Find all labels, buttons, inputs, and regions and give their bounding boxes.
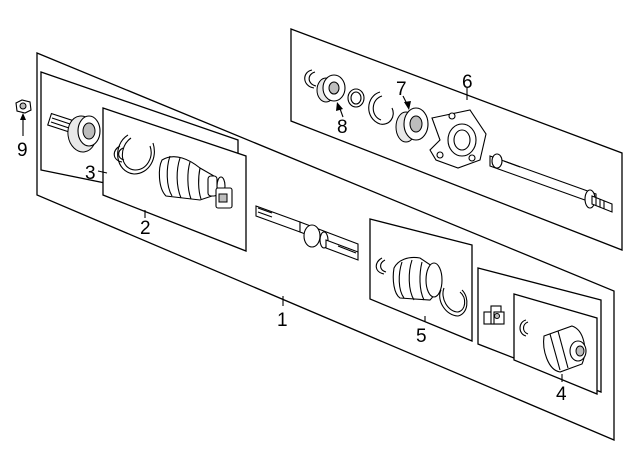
circlip-center [368, 91, 394, 125]
callout-6: 6 [462, 72, 473, 93]
inner-cv-housing [543, 325, 587, 373]
callout-4: 4 [556, 384, 567, 405]
snap-ring-8 [347, 88, 365, 108]
lock-nut-9 [15, 99, 32, 114]
callout-7: 7 [396, 79, 407, 100]
intermediate-shaft [489, 153, 613, 213]
leader-lines [20, 88, 563, 382]
inner-boot-clamp-small [375, 257, 387, 275]
inner-cv-boot [392, 256, 443, 301]
outer-cv-joint [47, 112, 101, 153]
support-bearing-7 [395, 107, 429, 143]
bearing-8 [316, 74, 346, 103]
bearing-bracket [429, 109, 487, 169]
outer-boot-clamp-large [117, 134, 155, 175]
tripod-spider [483, 305, 505, 325]
inner-snap-ring [519, 319, 529, 337]
main-axle-shaft [255, 205, 359, 261]
callout-8: 8 [337, 117, 348, 138]
callout-3: 3 [85, 163, 96, 184]
callout-5: 5 [416, 326, 427, 347]
callout-9: 9 [17, 140, 28, 161]
circlip-left [304, 69, 317, 89]
callout-1: 1 [277, 310, 288, 331]
callout-2: 2 [140, 218, 151, 239]
outer-boot-band [215, 187, 233, 209]
inner-boot-clamp-large [439, 287, 468, 317]
